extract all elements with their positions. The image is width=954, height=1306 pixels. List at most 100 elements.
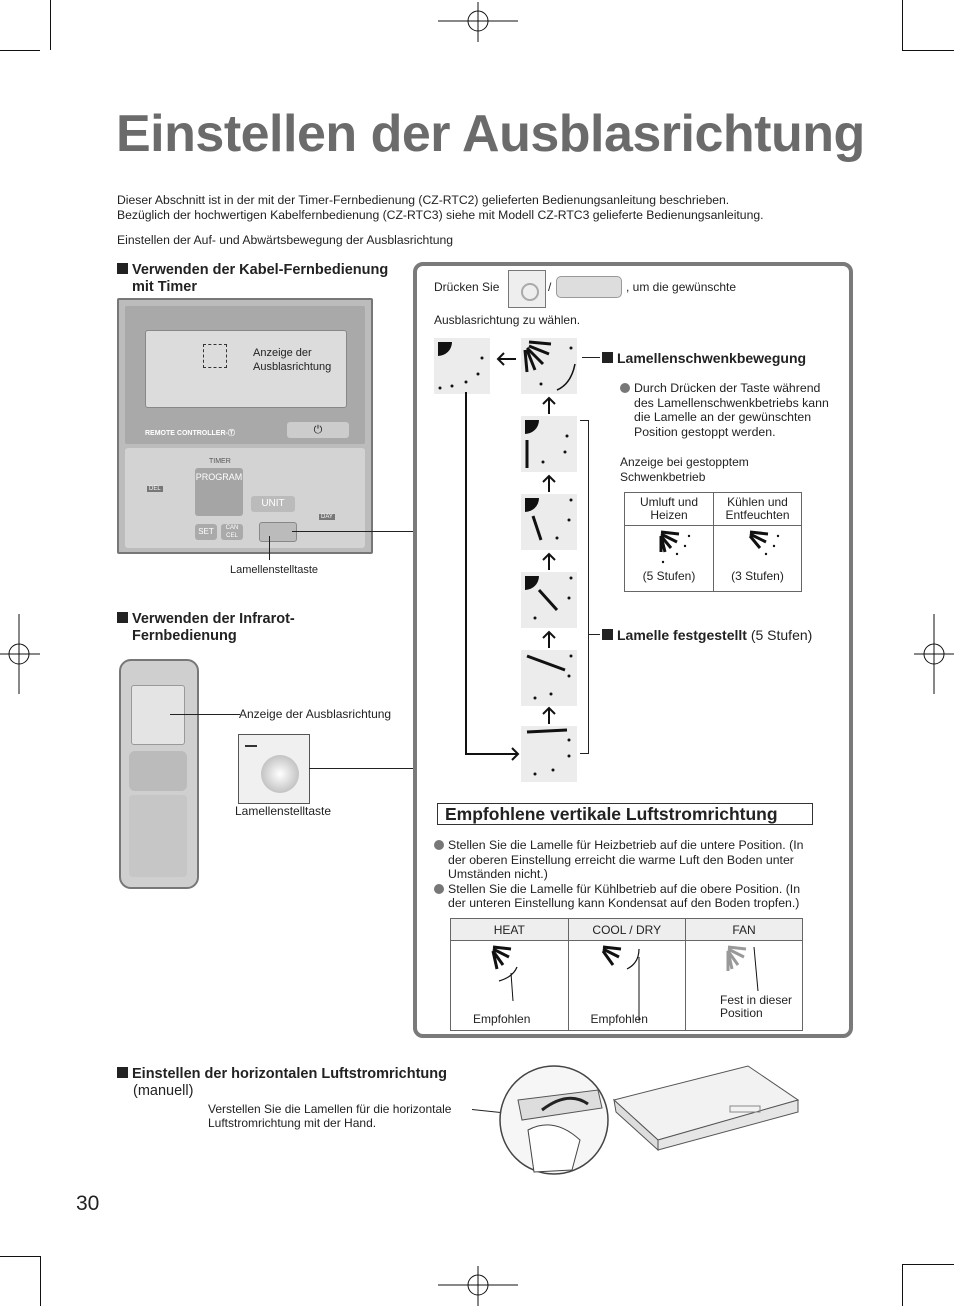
horizontal-heading: Einstellen der horizontalen Luftstromric… <box>117 1066 447 1100</box>
round-bullet-icon <box>620 383 630 393</box>
direction-panel <box>413 262 853 1038</box>
square-bullet-icon <box>602 629 613 640</box>
press-suffix: , um die gewünschte <box>626 280 737 294</box>
louver-3-step-icon <box>748 530 779 556</box>
intro-line: Einstellen der Auf- und Abwärtsbewegung … <box>117 233 454 247</box>
louver-button-icon <box>508 270 546 308</box>
rec-text-line: Umständen nicht.) <box>448 867 548 881</box>
loop-arrow-icon <box>465 392 520 761</box>
stop-table-cell: (5 Stufen) <box>624 525 714 592</box>
ir-button-area <box>129 751 187 791</box>
swing-heading-text: Lamellenschwenkbewegung <box>617 350 807 366</box>
rec-text-line: Stellen Sie die Lamelle für Heizbetrieb … <box>448 838 804 852</box>
callout-line <box>292 531 413 532</box>
page-title: Einstellen der Ausblasrichtung <box>116 105 865 163</box>
arrow-up-icon <box>542 396 556 414</box>
arrow-up-icon <box>542 552 556 570</box>
fan-caption-line: Position <box>720 1006 763 1020</box>
ir-remote-image <box>119 659 199 889</box>
button-circle-icon <box>521 283 539 301</box>
bracket-line <box>588 634 600 635</box>
display-label-line: Anzeige der <box>253 347 312 359</box>
square-bullet-icon <box>117 612 128 623</box>
louver-position-5 <box>521 416 577 472</box>
del-label: DEL <box>147 486 163 492</box>
unit-button[interactable]: UNIT <box>251 496 295 512</box>
wired-louver-button-icon <box>556 276 622 298</box>
horizontal-text: Verstellen Sie die Lamellen für die hori… <box>208 1102 451 1130</box>
set-button[interactable]: SET <box>195 524 217 540</box>
rec-bullets: Stellen Sie die Lamelle für Heizbetrieb … <box>434 838 803 911</box>
ir-heading-line: Verwenden der Infrarot- <box>132 611 295 627</box>
louver-swing-icon <box>523 340 576 391</box>
round-bullet-icon <box>434 883 444 894</box>
swing-heading: Lamellenschwenkbewegung <box>602 350 806 367</box>
mode-table: HEAT COOL / DRY FAN Empfohlen Empfohlen … <box>450 918 803 1031</box>
mode-header-fan: FAN <box>685 918 803 941</box>
remote-display-label: Anzeige der Ausblasrichtung <box>253 346 331 374</box>
rec-text-line: Stellen Sie die Lamelle für Kühlbetrieb … <box>448 881 801 896</box>
remote-brand-label: REMOTE CONTROLLER-Ⓣ <box>145 430 235 437</box>
mode-header-heat: HEAT <box>450 918 569 941</box>
heat-caption: Empfohlen <box>473 1012 531 1026</box>
swing-text-line: die Lamelle an der gewünschten <box>634 410 812 424</box>
horizontal-text-line: Verstellen Sie die Lamellen für die hori… <box>208 1102 452 1116</box>
cancel-button[interactable]: CAN CEL <box>221 524 243 540</box>
louver-position-2 <box>521 650 577 706</box>
intro-line: Dieser Abschnitt ist in der mit der Time… <box>117 193 730 207</box>
crop-mark <box>902 38 954 51</box>
ir-button-caption: Lamellenstelltaste <box>235 804 332 818</box>
program-button[interactable]: PROGRAM <box>195 468 243 516</box>
swing-text-line: des Lamellenschwenkbetriebs kann <box>634 395 829 410</box>
round-bullet-icon <box>434 840 444 850</box>
stop-table-cell: (3 Stufen) <box>713 525 802 592</box>
horizontal-heading-bold: Einstellen der horizontalen Luftstromric… <box>132 1066 447 1082</box>
stop-label-line: Schwenkbetrieb <box>620 470 706 484</box>
stop-steps-3: (3 Stufen) <box>731 569 784 583</box>
fan-caption-line: Fest in dieser <box>720 993 793 1007</box>
page-number: 30 <box>76 1192 100 1215</box>
fixed-heading: Lamelle festgestellt (5 Stufen) <box>602 627 812 643</box>
louver-pattern-icon <box>438 342 484 390</box>
press-instruction: Drücken Sie <box>434 280 499 294</box>
swing-text-line: Position gestoppt werden. <box>634 424 776 439</box>
square-bullet-icon <box>602 352 613 363</box>
callout-line <box>309 768 413 769</box>
rec-heading: Empfohlene vertikale Luftstromrichtung <box>437 803 813 825</box>
arrow-up-icon <box>542 474 556 492</box>
wired-heading-line: Verwenden der Kabel-Fernbedienung <box>132 262 389 278</box>
ir-lower-keys <box>129 795 187 877</box>
crop-mark <box>38 1256 41 1306</box>
louver-position-4 <box>521 494 577 550</box>
display-label-line: Ausblasrichtung <box>253 361 332 373</box>
rec-text-line: der unteren Einstellung kann Kondensat a… <box>448 896 800 910</box>
arrow-up-icon <box>542 706 556 724</box>
heat-louver-icon <box>491 945 518 1002</box>
fan-louver-icon <box>726 945 759 992</box>
louver-swing <box>521 338 577 394</box>
louver-position-3 <box>521 572 577 628</box>
press-prefix: Drücken Sie <box>434 280 500 294</box>
registration-mark <box>914 614 954 694</box>
fixed-heading-bold: Lamelle festgestellt <box>617 627 747 643</box>
power-button[interactable]: ⏻ <box>287 422 349 438</box>
button-circle-icon <box>261 755 299 793</box>
crop-mark <box>0 38 40 51</box>
callout-line <box>269 536 270 560</box>
timer-label: TIMER <box>209 458 231 465</box>
mode-cell-heat: Empfohlen <box>450 940 569 1031</box>
wired-button-caption: Lamellenstelltaste <box>230 564 319 576</box>
mode-cell-cool: Empfohlen <box>567 940 686 1031</box>
ir-louver-button-zoom <box>238 734 310 804</box>
wired-heading-line: mit Timer <box>132 279 198 295</box>
louver-display-left <box>434 338 490 394</box>
press-line2: Ausblasrichtung zu wählen. <box>434 313 581 327</box>
swing-text: Durch Drücken der Taste während des Lame… <box>620 381 829 439</box>
stop-steps-5: (5 Stufen) <box>642 569 696 583</box>
stop-label-line: Anzeige bei gestopptem <box>620 455 749 469</box>
crop-mark <box>900 1264 903 1306</box>
louver-button[interactable] <box>259 522 297 542</box>
mode-cell-fan: Fest in dieser Position <box>685 940 803 1031</box>
wired-heading: Verwenden der Kabel-Fernbedienung mit Ti… <box>117 262 388 296</box>
